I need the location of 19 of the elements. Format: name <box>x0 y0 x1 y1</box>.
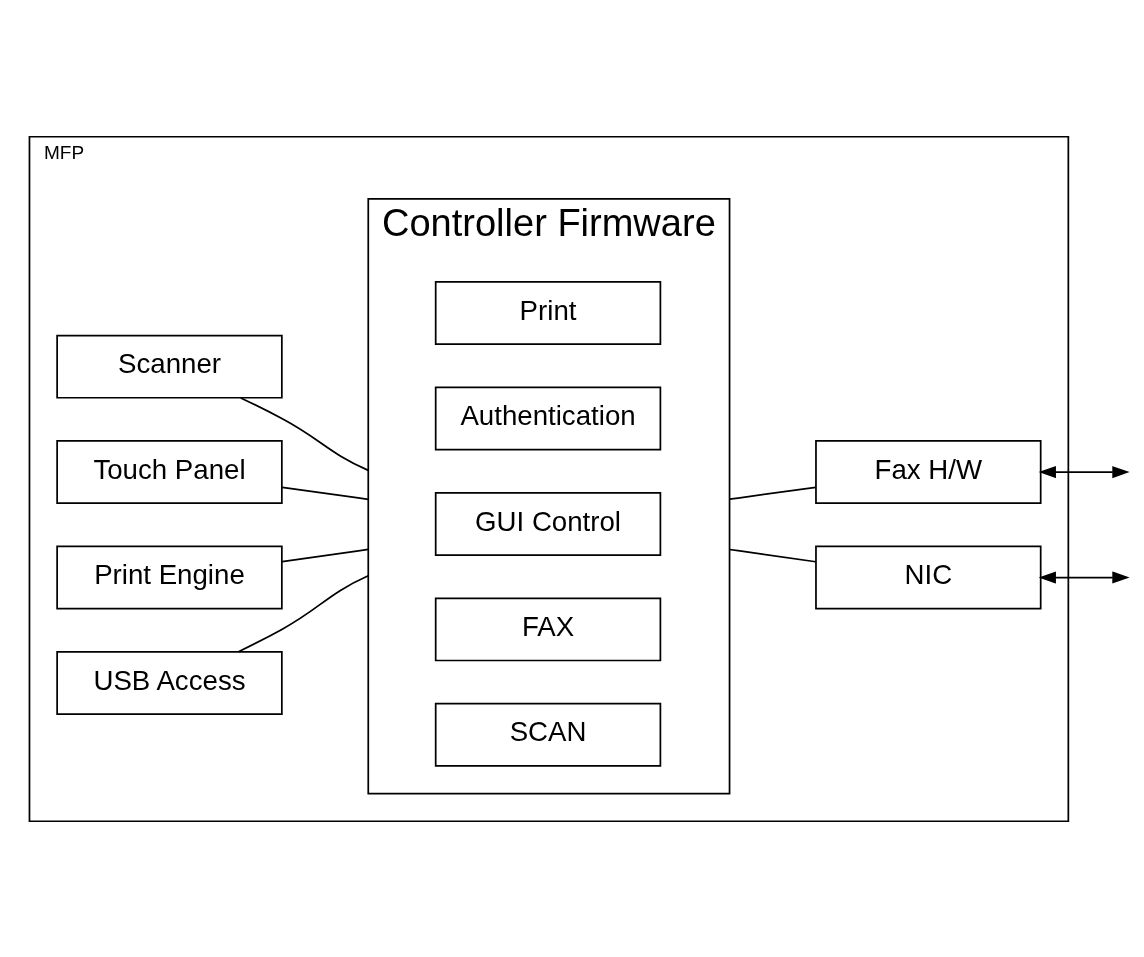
node-box: NIC <box>815 545 1042 609</box>
node-box: FAX <box>434 596 662 661</box>
node-box: Fax H/W <box>815 439 1042 504</box>
node-box: Print <box>434 280 662 345</box>
node-box: Authentication <box>434 386 662 450</box>
connector <box>728 548 817 563</box>
arrow <box>1038 465 1130 478</box>
connector <box>237 574 370 653</box>
connector <box>239 396 370 471</box>
node-box: Touch Panel <box>56 439 283 504</box>
connector <box>281 548 370 563</box>
connector <box>281 486 370 500</box>
node-box: Scanner <box>56 334 283 399</box>
node-box: GUI Control <box>434 491 662 556</box>
node-box: Print Engine <box>56 545 283 609</box>
connector <box>728 486 817 500</box>
node-box: SCAN <box>434 702 662 767</box>
arrow <box>1038 570 1130 584</box>
node-box: USB Access <box>56 650 283 715</box>
